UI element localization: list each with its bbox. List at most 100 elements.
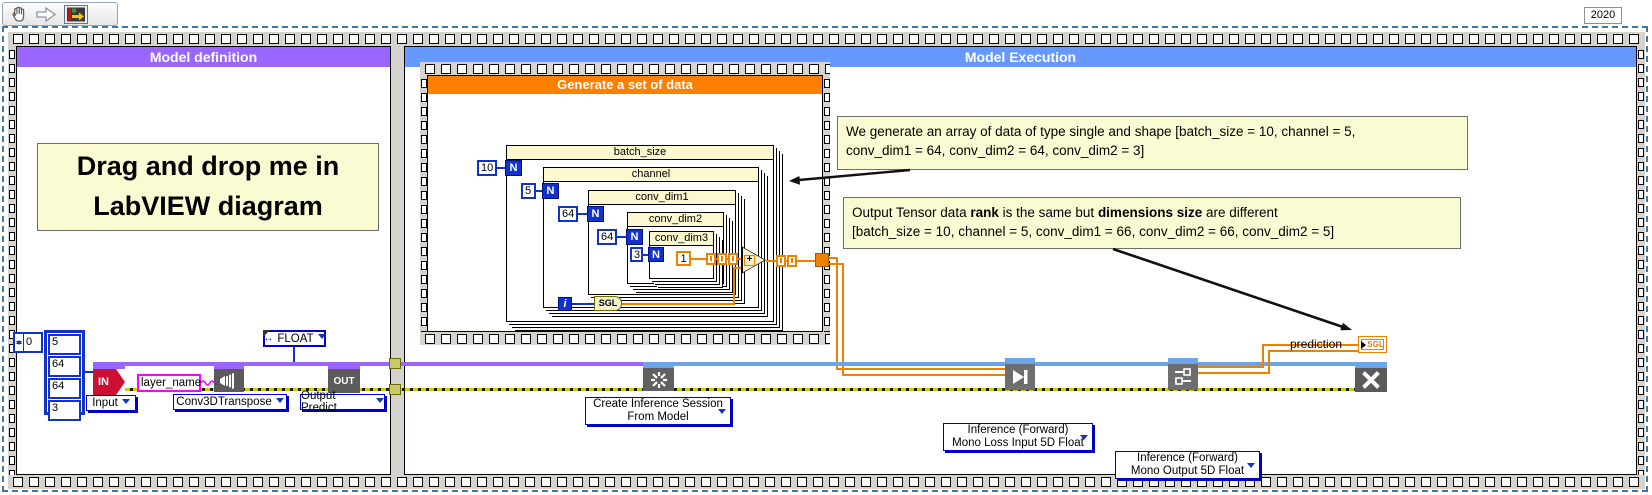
inference-output-node[interactable]: [1168, 358, 1198, 390]
annotation-line: Output Tensor data rank is the same but …: [852, 205, 1278, 220]
step-forward-icon: [1005, 364, 1035, 390]
session-star-icon: [643, 368, 674, 391]
float-type-wire: [293, 347, 295, 362]
dropdown-arrow-icon: [1080, 435, 1088, 444]
label-corner-icon: [263, 330, 270, 337]
iteration-terminal[interactable]: i: [558, 297, 572, 311]
shape-array-constant[interactable]: 5 64 64 3: [44, 330, 85, 421]
sequence-tunnel: [389, 384, 401, 395]
annotation-shape-note: We generate an array of data of type sin…: [837, 116, 1468, 170]
loop-count-terminal[interactable]: N: [626, 229, 643, 245]
destroy-session-node[interactable]: [1355, 362, 1387, 392]
count-constant[interactable]: 3: [630, 247, 643, 262]
in-badge: IN: [93, 369, 125, 395]
inference-loss-node[interactable]: [1005, 358, 1035, 390]
annotation-line: We generate an array of data of type sin…: [846, 124, 1356, 139]
create-inference-session-node[interactable]: [643, 362, 674, 391]
note-line2: LabVIEW diagram: [93, 191, 323, 221]
node-cap: [214, 362, 244, 369]
prediction-label: prediction: [1289, 337, 1342, 351]
close-x-icon: [1355, 368, 1387, 392]
plus-sign: +: [744, 255, 755, 266]
sliders-icon: [1168, 364, 1198, 390]
array-element[interactable]: 64: [48, 356, 81, 377]
loop-tunnel: [717, 253, 727, 265]
count-wire: [578, 213, 588, 215]
data-wire: [836, 368, 1006, 370]
sequence-border-left: [8, 46, 16, 475]
layer-selector-label: Conv3DTranspose: [176, 396, 272, 408]
data-wire: [733, 267, 735, 305]
count-constant[interactable]: 64: [597, 229, 617, 245]
generator-border-top: [420, 62, 830, 75]
operate-hand-tool-icon[interactable]: [9, 5, 28, 24]
inference-output-dropdown[interactable]: Inference (Forward) Mono Output 5D Float: [1115, 451, 1260, 479]
input-selector-dropdown[interactable]: Input: [86, 395, 136, 411]
model-definition-header: Model definition: [17, 47, 390, 67]
create-session-dropdown[interactable]: Create Inference Session From Model: [585, 397, 731, 425]
data-wire: [691, 258, 741, 260]
labview-vi-icon[interactable]: [64, 4, 88, 24]
dropdown-arrow-icon: [275, 397, 284, 407]
dropdown-arrow-icon: [718, 409, 726, 418]
count-wire: [617, 236, 627, 238]
node-cap: [1168, 358, 1198, 364]
node-cap: [643, 362, 674, 368]
note-line1: Drag and drop me in: [76, 151, 340, 181]
data-wire: [622, 303, 733, 305]
dropdown-line2: Mono Loss Input 5D Float: [952, 437, 1084, 449]
input-tensor-node[interactable]: IN: [93, 362, 125, 395]
loop-count-terminal[interactable]: N: [587, 206, 604, 222]
loop-count-terminal[interactable]: N: [505, 160, 522, 176]
loop-count-terminal[interactable]: N: [542, 183, 559, 199]
loop-label: channel: [544, 168, 758, 182]
one-constant[interactable]: 1: [676, 251, 691, 266]
dropdown-line1: Inference (Forward): [1137, 452, 1238, 464]
float-type-selector[interactable]: ↔ FLOAT: [263, 330, 326, 347]
layer-name-string[interactable]: layer_name: [137, 374, 201, 392]
output-tensor-node[interactable]: OUT: [328, 362, 360, 393]
dropdown-line2: From Model: [627, 411, 689, 423]
inference-loss-dropdown[interactable]: Inference (Forward) Mono Loss Input 5D F…: [943, 423, 1093, 451]
prediction-sgl-indicator[interactable]: SGL: [1358, 336, 1387, 353]
sequence-frame-divider: [391, 46, 404, 475]
tools-palette: [2, 2, 118, 26]
loop-label: conv_dim1: [589, 191, 735, 205]
layer-selector-dropdown[interactable]: Conv3DTranspose: [173, 394, 287, 410]
sequence-border-bottom: [8, 475, 1645, 489]
prediction-wire: [1262, 344, 1264, 368]
input-selector-label: Input: [92, 397, 118, 409]
version-year-badge: 2020: [1584, 7, 1622, 24]
model-wire: [125, 362, 643, 366]
loop-tunnel: [776, 255, 786, 267]
count-wire: [497, 167, 506, 169]
float-selector-label: FLOAT: [277, 332, 314, 345]
count-constant[interactable]: 64: [558, 206, 578, 222]
dropdown-arrow-icon: [121, 398, 130, 408]
array-index-box[interactable]: 0: [13, 332, 43, 353]
generator-border-left: [420, 75, 427, 332]
array-index-value[interactable]: 0: [26, 336, 33, 348]
sequence-tunnel: [389, 358, 401, 369]
conv3dtranspose-node[interactable]: [214, 362, 244, 392]
array-element[interactable]: 64: [48, 378, 81, 399]
generator-border-right: [823, 75, 830, 332]
count-constant[interactable]: 5: [521, 183, 536, 199]
array-index-spinner-icon[interactable]: [15, 334, 24, 351]
node-cap: [1355, 362, 1387, 368]
dropdown-arrow-icon: [317, 334, 326, 343]
to-sgl-conversion-node[interactable]: SGL: [594, 296, 622, 311]
sequence-border-top: [8, 32, 1645, 46]
output-selector-dropdown[interactable]: Output Predict: [300, 390, 385, 414]
array-element[interactable]: 3: [48, 400, 81, 421]
output-selector-label: Output Predict: [301, 390, 337, 414]
count-constant[interactable]: 10: [477, 160, 497, 176]
position-arrow-tool-icon[interactable]: [36, 6, 56, 22]
prediction-wire: [1198, 372, 1270, 374]
annotation-line: conv_dim1 = 64, conv_dim2 = 64, conv_dim…: [846, 143, 1145, 158]
loop-tunnel: [706, 253, 716, 265]
loop-label: conv_dim3: [650, 232, 713, 246]
loop-count-terminal[interactable]: N: [648, 247, 664, 262]
sgl-type-label: SGL: [1367, 340, 1384, 349]
array-element[interactable]: 5: [48, 334, 81, 355]
